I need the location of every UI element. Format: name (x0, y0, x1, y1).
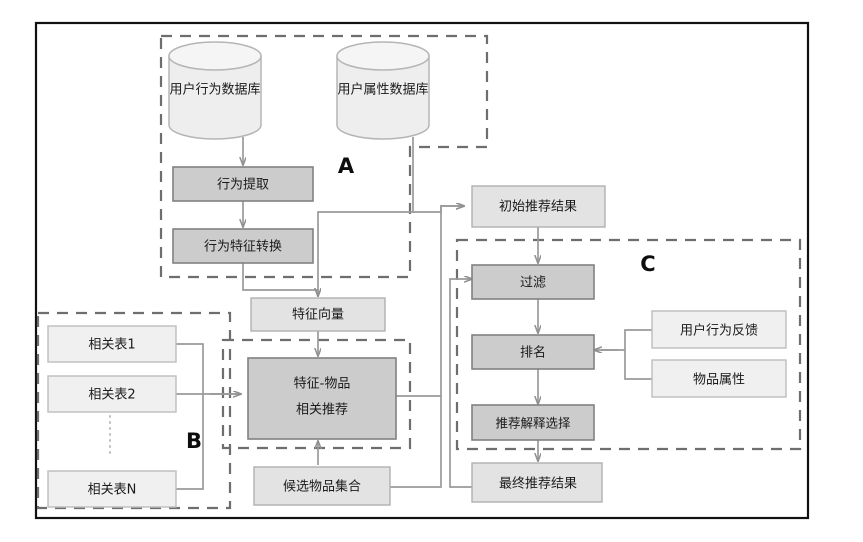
node-filter[interactable]: 过滤 (471, 264, 595, 300)
node-recommend-explanation-select[interactable]: 推荐解释选择 (471, 404, 595, 441)
edge-finalresult-feedback-loop (449, 279, 490, 488)
node-user-behavior-feedback[interactable]: 用户行为反馈 (651, 310, 787, 349)
node-related-table-1[interactable]: 相关表1 (47, 325, 177, 363)
node-behavior-extraction[interactable]: 行为提取 (172, 166, 314, 202)
node-user-attribute-db[interactable]: 用户属性数据库 (336, 41, 430, 140)
node-behavior-feature-transform[interactable]: 行为特征转换 (172, 228, 314, 264)
node-ranking[interactable]: 排名 (471, 334, 595, 370)
edge-attributedb-to-initialresult (413, 206, 464, 213)
edge-feedback-bus (601, 329, 652, 380)
region-c-boundary (455, 238, 802, 451)
node-related-table-n[interactable]: 相关表N (47, 470, 177, 508)
edge-candidate-to-riser (390, 396, 442, 488)
node-feature-item-recommend[interactable]: 特征-物品 相关推荐 (247, 357, 397, 440)
region-a-letter: A (338, 154, 355, 178)
edge-attributedb-to-featurevector (318, 137, 414, 296)
region-b-boundary (36, 311, 232, 510)
node-final-recommend-result[interactable]: 最终推荐结果 (471, 462, 603, 503)
node-feature-vector[interactable]: 特征向量 (250, 297, 386, 332)
region-b-letter: B (186, 429, 202, 453)
node-candidate-item-set[interactable]: 候选物品集合 (253, 466, 391, 506)
diagram-border (34, 21, 810, 520)
node-related-table-2[interactable]: 相关表2 (47, 375, 177, 413)
edge-transform-to-featurevector (242, 261, 318, 296)
node-user-behavior-db[interactable]: 用户行为数据库 (168, 41, 262, 140)
region-c-letter: C (640, 252, 655, 276)
node-item-attribute[interactable]: 物品属性 (651, 359, 787, 398)
region-a-boundary (159, 34, 489, 279)
node-initial-recommend-result[interactable]: 初始推荐结果 (471, 185, 606, 228)
edge-recommend-to-initialresult (396, 206, 464, 397)
